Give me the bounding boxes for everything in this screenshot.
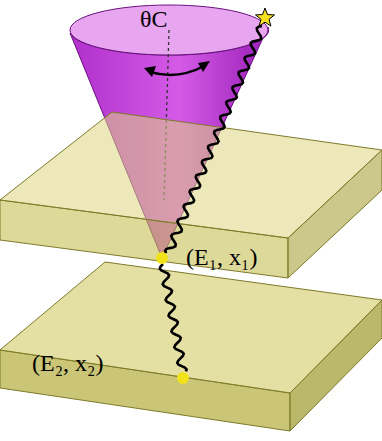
source-star [256,8,275,26]
photon-track [160,26,262,371]
interaction-label: (E₂, x₂) [32,350,103,376]
interaction-label: (E₁, x₁) [186,244,257,270]
detector-slab-lower [0,262,382,431]
photon-wave [160,264,187,371]
interaction-point [177,372,189,384]
photon-wave [165,26,262,253]
angle-label: θC [140,6,168,32]
interaction-point [156,252,168,264]
